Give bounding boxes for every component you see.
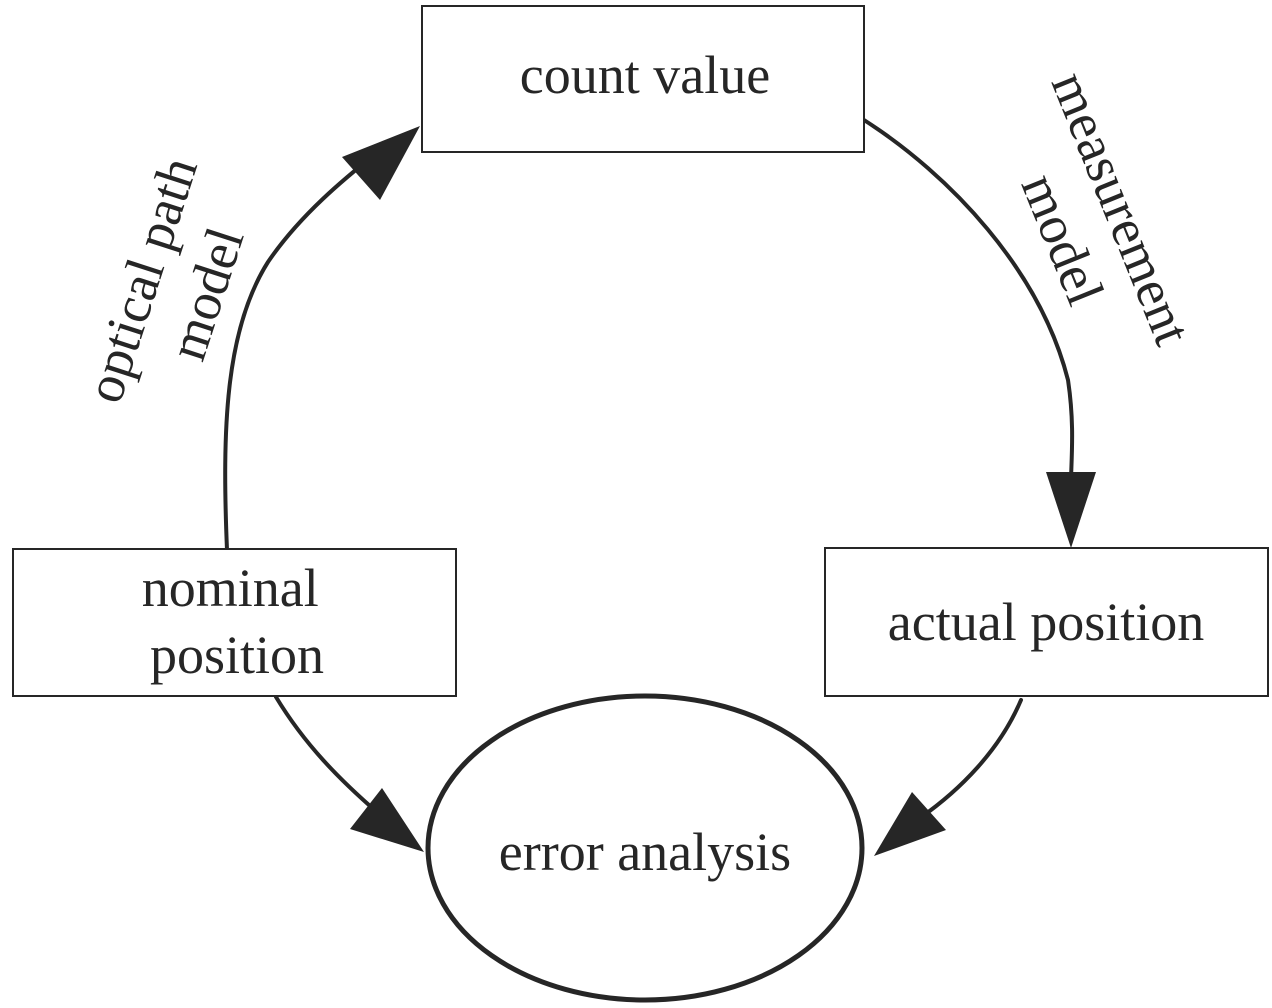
optical-path-model-label: optical path model: [74, 137, 276, 430]
error-analysis-label: error analysis: [499, 822, 791, 882]
count-value-label: count value: [520, 45, 770, 105]
edge-actual-to-error: [918, 698, 1023, 820]
node-actual-position: actual position: [824, 547, 1269, 697]
arrowhead-to-count-value: [342, 126, 420, 200]
edge-optical-path-model: [223, 150, 380, 552]
edge-nominal-to-error: [274, 695, 380, 815]
node-error-analysis: error analysis: [425, 693, 865, 1003]
arrowhead-to-error-from-nominal: [350, 788, 424, 852]
nominal-position-line-1: nominal: [142, 558, 319, 618]
arrowhead-to-actual-position: [1046, 472, 1096, 548]
nominal-position-line-2: position: [150, 625, 324, 685]
arrowhead-to-error-from-actual: [874, 792, 946, 856]
node-count-value: count value: [421, 5, 865, 153]
nominal-position-label: nominal position: [142, 558, 332, 685]
measurement-model-label: measurement model: [979, 64, 1209, 391]
node-nominal-position: nominal position: [12, 548, 457, 697]
actual-position-label: actual position: [888, 592, 1204, 652]
edge-measurement-model: [862, 118, 1075, 480]
